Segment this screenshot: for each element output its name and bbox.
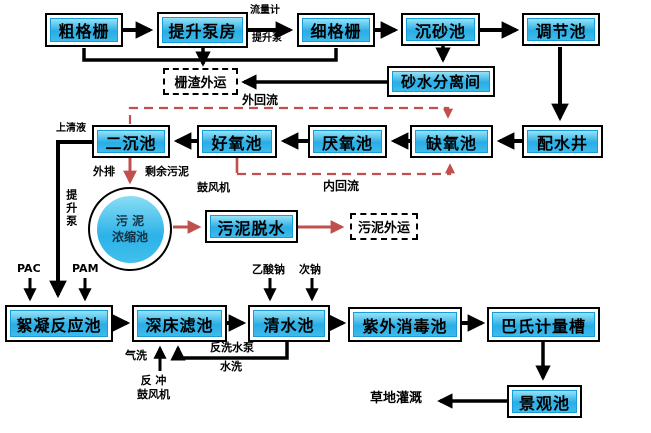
- node-label: 栅渣外运: [174, 76, 227, 91]
- node-coarse-screen: 粗格栅: [45, 13, 123, 47]
- node-label: 污泥脱水: [210, 215, 293, 238]
- node-anaerobic-tank: 厌氧池: [308, 125, 387, 158]
- node-deep-bed-filter: 深床滤池: [132, 305, 227, 342]
- node-lift-pump-house: 提升泵房: [157, 12, 248, 48]
- label-pac: PAC: [17, 262, 41, 275]
- label-pam: PAM: [72, 262, 99, 275]
- label-sodium-acetate: 乙酸钠: [252, 263, 285, 276]
- node-label: 缺氧池: [415, 130, 488, 153]
- node-label: 细格栅: [302, 18, 370, 42]
- label-supernatant: 上清液: [56, 123, 86, 134]
- label-backwash-blower: 反 冲 鼓风机: [137, 374, 170, 401]
- node-label: 污泥外运: [357, 221, 410, 236]
- node-label: 沉砂池: [406, 18, 475, 41]
- node-label: 紫外消毒池: [353, 312, 457, 337]
- label-water-wash: 水洗: [220, 360, 242, 373]
- node-sludge-dewatering: 污泥脱水: [205, 210, 298, 243]
- label-lift-pump-vertical: 提升泵: [64, 189, 78, 228]
- node-flocculation-tank: 絮凝反应池: [5, 305, 113, 342]
- node-label: 粗格栅: [50, 18, 118, 42]
- node-label: 好氧池: [202, 130, 272, 153]
- label-lift-pump: 提升泵: [252, 33, 282, 44]
- node-label: 配水井: [527, 130, 598, 153]
- label-external-recycle: 外回流: [242, 93, 279, 107]
- label-blower: 鼓风机: [197, 181, 230, 194]
- node-aerobic-tank: 好氧池: [197, 125, 277, 158]
- node-grit-chamber: 沉砂池: [401, 13, 480, 46]
- label-flow-meter: 流量计: [250, 5, 280, 16]
- node-label: 砂水分离间: [392, 71, 490, 92]
- label-air-wash: 气洗: [125, 349, 147, 362]
- node-label: 清水池: [253, 310, 325, 337]
- node-label: 调节池: [527, 18, 595, 41]
- node-secondary-clarifier: 二沉池: [92, 125, 170, 158]
- edge-external-recycle: [128, 106, 454, 124]
- node-sludge-disposal: 污泥外运: [350, 213, 418, 240]
- node-clear-water-tank: 清水池: [248, 305, 330, 342]
- label-sodium-hypochlorite: 次钠: [299, 263, 321, 276]
- node-label: 厌氧池: [313, 130, 382, 153]
- label-backwash-pump: 反洗水泵: [210, 341, 254, 354]
- label-internal-recycle: 内回流: [323, 179, 360, 193]
- node-uv-disinfection-tank: 紫外消毒池: [348, 307, 462, 342]
- node-fine-screen: 细格栅: [297, 13, 375, 47]
- node-equalization-tank: 调节池: [522, 13, 600, 46]
- node-sand-water-separation: 砂水分离间: [387, 66, 495, 97]
- node-distribution-well: 配水井: [522, 125, 603, 158]
- label-discharge: 外排: [93, 165, 115, 178]
- node-label: 二沉池: [97, 130, 165, 153]
- node-screenings-disposal: 栅渣外运: [163, 68, 238, 95]
- node-anoxic-tank: 缺氧池: [410, 125, 493, 158]
- label-grass-irrigation: 草地灌溉: [370, 391, 423, 406]
- node-label: 景观池: [512, 390, 577, 413]
- node-label: 深床滤池: [137, 310, 222, 337]
- edge-clarifier-to-flocculation: [49, 140, 92, 299]
- node-label: 污 泥 浓缩池: [96, 195, 164, 263]
- node-landscape-pond: 景观池: [507, 385, 582, 418]
- label-excess-sludge: 剩余污泥: [145, 165, 189, 178]
- node-sludge-thickener: 污 泥 浓缩池: [88, 187, 172, 271]
- node-label: 提升泵房: [162, 17, 243, 43]
- thickener-line1: 污 泥: [115, 213, 145, 228]
- node-label: 巴氏计量槽: [492, 312, 595, 337]
- edge-backwash-water: [170, 342, 289, 361]
- edge-screenings-collector: [82, 48, 338, 62]
- node-label: 絮凝反应池: [10, 310, 108, 337]
- node-parshall-flume: 巴氏计量槽: [487, 307, 600, 342]
- thickener-line2: 浓缩池: [111, 230, 148, 244]
- edge-internal-recycle: [237, 163, 456, 176]
